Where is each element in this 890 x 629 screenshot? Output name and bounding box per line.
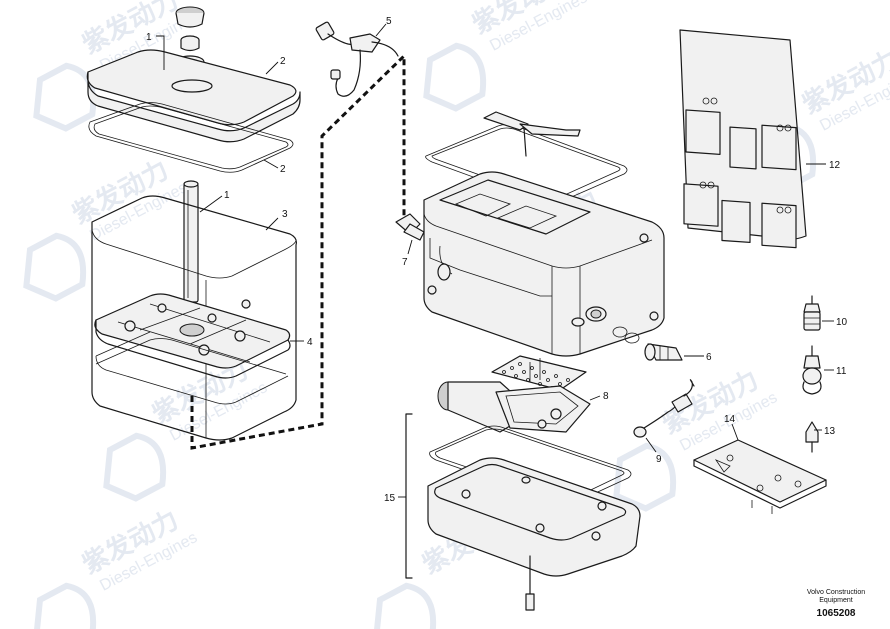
callout-1-tube: 1 [224, 190, 230, 201]
callout-13-plug: 13 [824, 426, 836, 437]
fitting-part-6 [644, 343, 704, 361]
o-rings-part-6 [612, 326, 640, 344]
tool-bracket [483, 111, 581, 157]
gasket-tray [429, 425, 632, 505]
company-line-1: Volvo Construction [807, 589, 865, 596]
callout-labels: 1 2 2 1 3 4 5 6 7 8 9 10 11 12 13 14 15 [146, 16, 848, 504]
footer-block: Volvo Construction Equipment 1065208 [807, 589, 865, 619]
callout-15-tray: 15 [384, 493, 396, 504]
callout-14-bracket: 14 [724, 414, 736, 425]
callout-2-gasket: 2 [280, 164, 286, 175]
gasket-part-2 [88, 102, 294, 173]
callout-1-cap: 1 [146, 32, 152, 43]
harness-part-5 [315, 21, 399, 97]
company-line-2: Equipment [819, 597, 853, 604]
bracket-part-15 [398, 413, 413, 579]
callout-10-fitting: 10 [836, 317, 848, 328]
callout-2-lid: 2 [280, 56, 286, 67]
callout-6-fitting: 6 [706, 352, 712, 363]
leader-lines-left [156, 35, 304, 342]
callout-11-fitting: 11 [836, 366, 847, 377]
callout-4-strainer: 4 [307, 337, 313, 348]
connection-dashed-line [190, 52, 406, 450]
pump-part-8 [437, 358, 601, 433]
connector-part-7 [395, 213, 425, 255]
sensor-part-9 [633, 379, 695, 453]
tray-part-15 [427, 457, 641, 611]
housing-main [423, 171, 665, 357]
fitting-part-10 [803, 295, 834, 331]
tube-part-1 [183, 180, 199, 303]
bracket-part-14 [693, 423, 827, 514]
fitting-part-11 [802, 345, 834, 395]
drawing-number: 1065208 [817, 608, 856, 619]
callout-3-tank: 3 [282, 209, 288, 220]
callout-12-labels: 12 [829, 160, 841, 171]
callout-7-connector: 7 [402, 257, 408, 268]
callout-8-pump: 8 [603, 391, 609, 402]
callout-9-sensor: 9 [656, 454, 662, 465]
strainer-part-4 [94, 293, 291, 405]
label-sheet-part-12 [679, 29, 826, 249]
lid-part-2 [86, 49, 301, 143]
plate-part-8 [491, 355, 587, 391]
plug-part-13 [805, 421, 822, 453]
callout-5-harness: 5 [386, 16, 392, 27]
